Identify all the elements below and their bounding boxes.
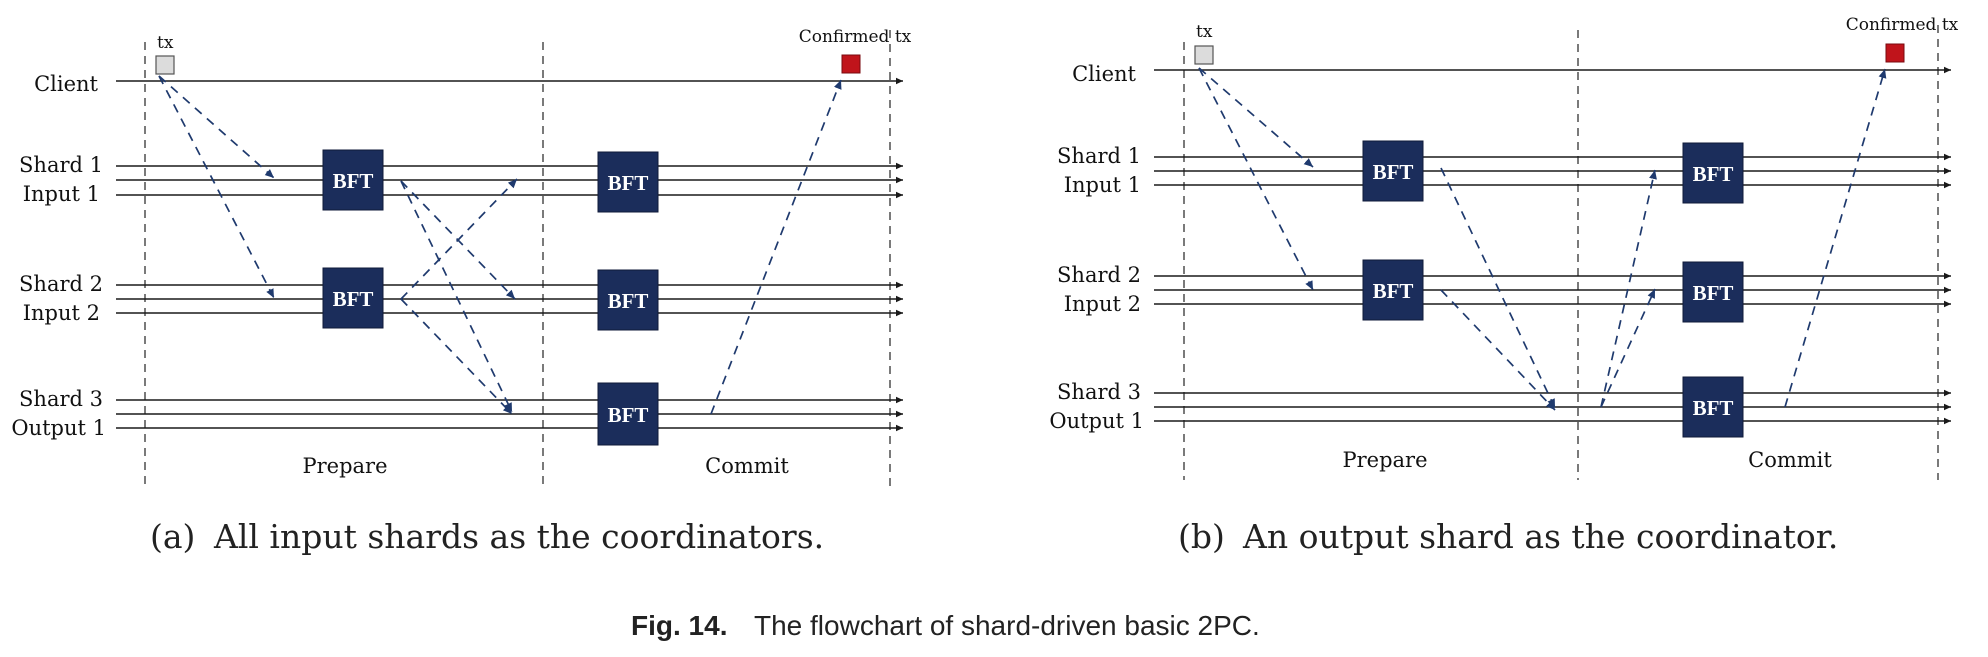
panel-b-bft-prepare-shard2: BFT — [1362, 259, 1424, 321]
panel-a-msg-shard3-to-client — [710, 79, 842, 415]
bft-label: BFT — [608, 289, 649, 313]
panel-a-bft-commit-shard1: BFT — [597, 151, 659, 213]
panel-b-tx-box — [1194, 45, 1214, 65]
panel-b-confirmed-box — [1885, 43, 1905, 63]
figure-caption: Fig. 14. The flowchart of shard-driven b… — [631, 610, 1260, 641]
figure-caption-text: The flowchart of shard-driven basic 2PC. — [754, 610, 1260, 641]
panel-b-timelines — [1154, 66, 1951, 425]
panel-b-messages — [1198, 67, 1887, 411]
panel-b-shard2-label: Shard 2 — [1057, 263, 1141, 287]
panel-b-bft-commit-shard1: BFT — [1682, 142, 1744, 204]
bft-label: BFT — [1373, 160, 1414, 184]
panel-a-messages — [158, 75, 842, 415]
panel-a-msg-shard1-to-shard3 — [400, 180, 513, 413]
panel-b-shard3-label: Shard 3 — [1057, 380, 1141, 404]
panel-a-client-label: Client — [34, 72, 98, 96]
panel-b-msg-shard2-to-shard3 — [1440, 289, 1556, 411]
panel-a: Client Shard 1 Input 1 Shard 2 Input 2 S… — [11, 27, 911, 556]
panel-a-msg-shard2-to-shard3 — [400, 298, 513, 415]
panel-b-input1-label: Input 1 — [1064, 173, 1141, 197]
panel-b-commit-label: Commit — [1748, 448, 1832, 472]
panel-a-prepare-label: Prepare — [302, 454, 387, 478]
panel-a-output1-label: Output 1 — [11, 416, 106, 440]
panel-b: Client Shard 1 Input 1 Shard 2 Input 2 S… — [1049, 15, 1958, 556]
bft-label: BFT — [608, 171, 649, 195]
panel-b-bft-commit-shard3: BFT — [1682, 376, 1744, 438]
panel-a-timelines — [116, 77, 903, 432]
panel-b-msg-shard3-to-shard2 — [1600, 288, 1656, 408]
panel-b-bft-commit-shard2: BFT — [1682, 261, 1744, 323]
panel-b-msg-shard1-to-shard3 — [1440, 167, 1556, 409]
panel-a-input1-label: Input 1 — [23, 182, 100, 206]
panel-a-tx-box — [155, 55, 175, 75]
panel-a-shard2-label: Shard 2 — [19, 272, 103, 296]
panel-a-msg-shard2-to-shard1 — [400, 178, 518, 300]
panel-b-prepare-label: Prepare — [1342, 448, 1427, 472]
panel-b-subcaption-tag: (b) — [1178, 517, 1225, 556]
bft-label: BFT — [608, 403, 649, 427]
panel-a-subcaption-tag: (a) — [150, 517, 195, 556]
panel-b-output1-label: Output 1 — [1049, 409, 1144, 433]
panel-b-input2-label: Input 2 — [1064, 292, 1141, 316]
panel-b-confirmed-label: Confirmed tx — [1846, 15, 1959, 35]
bft-label: BFT — [1693, 396, 1734, 420]
panel-a-shard3-label: Shard 3 — [19, 387, 103, 411]
panel-a-bft-prepare-shard2: BFT — [322, 267, 384, 329]
panel-b-msg-tx-to-shard1 — [1198, 67, 1314, 168]
panel-b-tx-label: tx — [1196, 22, 1213, 42]
panel-a-bft-prepare-shard1: BFT — [322, 149, 384, 211]
bft-label: BFT — [1693, 281, 1734, 305]
panel-a-tx-label: tx — [157, 33, 174, 53]
panel-a-bft-commit-shard3: BFT — [597, 382, 659, 446]
panel-a-confirmed-label: Confirmed tx — [799, 27, 912, 47]
panel-b-shard1-label: Shard 1 — [1057, 144, 1141, 168]
panel-b-subcaption: An output shard as the coordinator. — [1242, 517, 1838, 556]
panel-b-msg-shard3-to-client — [1784, 68, 1887, 408]
panel-a-msg-tx-to-shard1 — [158, 75, 275, 179]
panel-a-subcaption: All input shards as the coordinators. — [213, 517, 824, 556]
bft-label: BFT — [333, 287, 374, 311]
bft-label: BFT — [1693, 162, 1734, 186]
figure-label: Fig. 14. — [631, 610, 727, 641]
bft-label: BFT — [1373, 279, 1414, 303]
bft-label: BFT — [333, 169, 374, 193]
panel-a-input2-label: Input 2 — [23, 301, 100, 325]
panel-b-msg-tx-to-shard2 — [1198, 67, 1314, 291]
panel-b-bft-prepare-shard1: BFT — [1362, 140, 1424, 202]
panel-b-msg-shard3-to-shard1 — [1600, 169, 1657, 408]
panel-a-commit-label: Commit — [705, 454, 789, 478]
panel-a-confirmed-box — [841, 54, 861, 74]
panel-a-shard1-label: Shard 1 — [19, 153, 103, 177]
panel-a-msg-tx-to-shard2 — [158, 75, 275, 299]
panel-a-bft-commit-shard2: BFT — [597, 269, 659, 331]
panel-b-client-label: Client — [1072, 62, 1136, 86]
